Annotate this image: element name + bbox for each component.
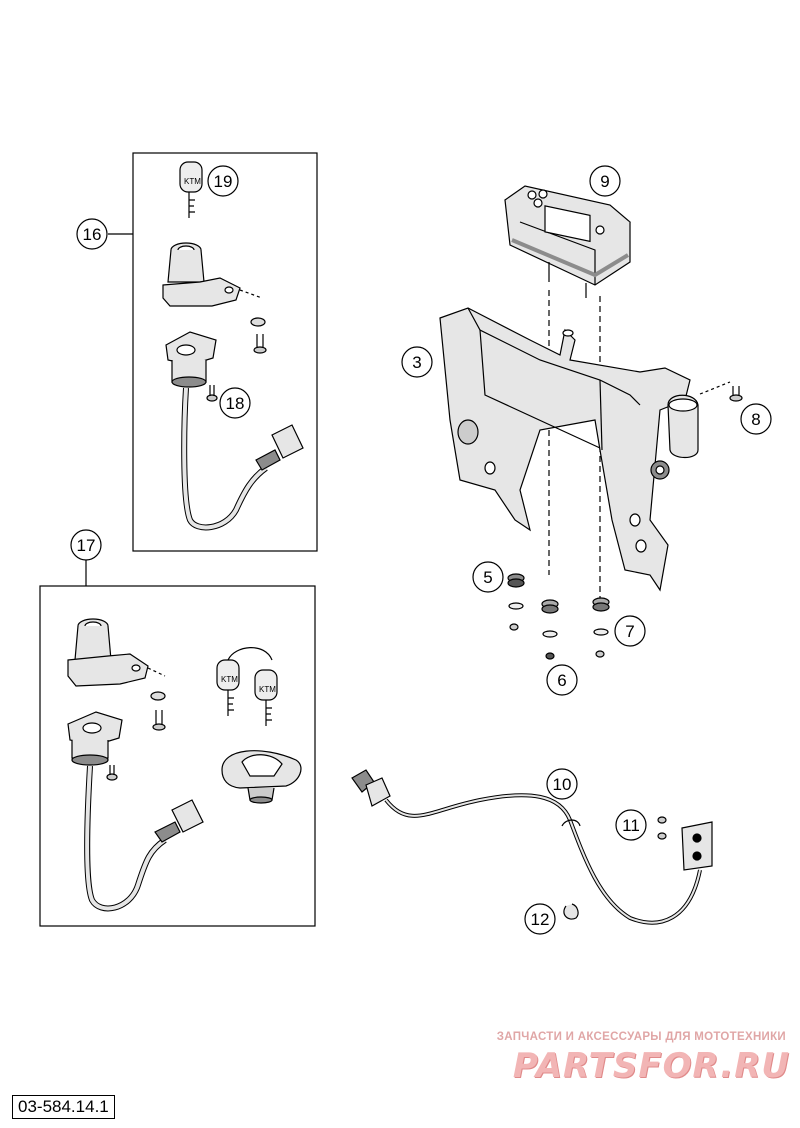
cable-16 bbox=[181, 387, 304, 531]
washer-7 bbox=[593, 628, 609, 636]
key-19: KTM bbox=[179, 161, 203, 218]
speed-sensor-cable-10 bbox=[351, 769, 702, 925]
washer bbox=[150, 691, 166, 701]
svg-text:10: 10 bbox=[553, 775, 572, 794]
svg-text:11: 11 bbox=[622, 816, 640, 835]
ignition-switch-16 bbox=[165, 331, 217, 388]
screw-18 bbox=[206, 385, 218, 402]
grommet-5 bbox=[507, 573, 525, 588]
svg-text:KTM: KTM bbox=[259, 685, 276, 694]
sensor-10 bbox=[681, 821, 713, 871]
callout-5: 5 bbox=[472, 561, 504, 593]
group-box-16 bbox=[132, 152, 318, 552]
callout-7: 7 bbox=[614, 615, 646, 647]
screws-11 bbox=[657, 816, 667, 840]
callout-8: 8 bbox=[740, 403, 772, 435]
washer bbox=[542, 630, 558, 638]
callout-12: 12 bbox=[524, 903, 556, 935]
lock-housing-17 bbox=[67, 618, 166, 687]
svg-text:18: 18 bbox=[226, 394, 245, 413]
tank-cap-17 bbox=[221, 750, 302, 804]
nut bbox=[595, 650, 605, 658]
washer bbox=[508, 602, 524, 610]
grommet-7 bbox=[592, 597, 610, 612]
lock-housing-16 bbox=[162, 242, 263, 307]
nut bbox=[509, 623, 519, 631]
svg-text:5: 5 bbox=[483, 568, 492, 587]
callout-10: 10 bbox=[546, 768, 578, 800]
callout-16: 16 bbox=[76, 218, 108, 250]
callout-17: 17 bbox=[70, 529, 102, 561]
speedometer-9 bbox=[504, 185, 631, 298]
screw bbox=[106, 765, 118, 781]
svg-text:9: 9 bbox=[600, 172, 609, 191]
mask-bracket-3 bbox=[439, 307, 731, 592]
svg-text:6: 6 bbox=[557, 671, 566, 690]
watermark-tagline: ЗАПЧАСТИ И АКСЕССУАРЫ ДЛЯ МОТОТЕХНИКИ bbox=[496, 1031, 786, 1043]
svg-text:19: 19 bbox=[214, 172, 233, 191]
grommet-6 bbox=[541, 599, 559, 614]
callout-11: 11 bbox=[615, 809, 647, 841]
diagram-code: 03-584.14.1 bbox=[12, 1095, 115, 1119]
screw bbox=[152, 710, 166, 731]
svg-text:17: 17 bbox=[77, 536, 96, 555]
svg-text:KTM: KTM bbox=[221, 675, 238, 684]
svg-text:16: 16 bbox=[83, 225, 102, 244]
svg-text:3: 3 bbox=[412, 353, 421, 372]
svg-text:8: 8 bbox=[751, 410, 760, 429]
cable-clip-12 bbox=[563, 903, 579, 920]
nut-6 bbox=[545, 652, 555, 660]
svg-text:7: 7 bbox=[625, 622, 634, 641]
ignition-switch-17 bbox=[67, 711, 123, 766]
callout-19: 19 bbox=[207, 165, 239, 197]
screw-8 bbox=[729, 386, 743, 402]
watermark-logo: PARTSFOR.RU bbox=[512, 1046, 790, 1086]
callout-3: 3 bbox=[401, 346, 433, 378]
group-box-17 bbox=[39, 585, 316, 927]
svg-text:12: 12 bbox=[531, 910, 550, 929]
keys-17: KTM KTM bbox=[216, 647, 278, 726]
screw bbox=[253, 334, 267, 354]
washer bbox=[250, 317, 266, 327]
callout-6: 6 bbox=[546, 664, 578, 696]
cable-17 bbox=[84, 765, 204, 912]
callout-18: 18 bbox=[219, 387, 251, 419]
callout-9: 9 bbox=[589, 165, 621, 197]
svg-text:KTM: KTM bbox=[184, 177, 201, 186]
